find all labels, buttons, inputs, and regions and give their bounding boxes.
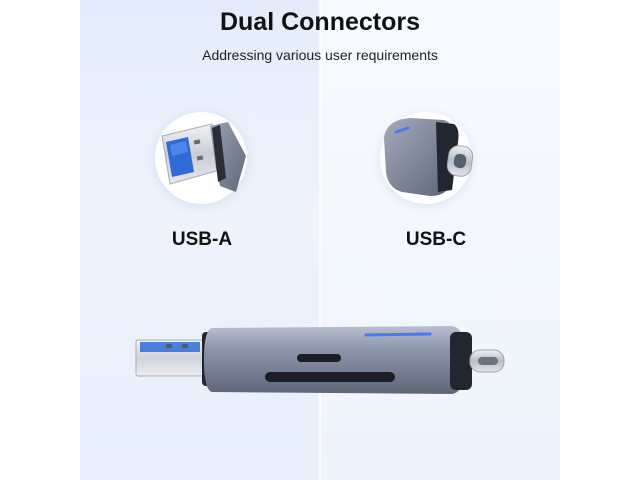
- page-subtitle: Addressing various user requirements: [202, 47, 438, 63]
- background-divider: [318, 0, 322, 480]
- usb-a-connector-icon: [161, 122, 246, 192]
- usb-c-connector-icon: [384, 118, 474, 196]
- page-title: Dual Connectors: [219, 8, 421, 36]
- usb-a-label: USB-A: [171, 229, 233, 250]
- background-right-panel: [320, 0, 560, 480]
- card-reader-product-image: [135, 326, 505, 394]
- background-left-panel: [80, 0, 320, 480]
- usb-c-label: USB-C: [405, 229, 467, 250]
